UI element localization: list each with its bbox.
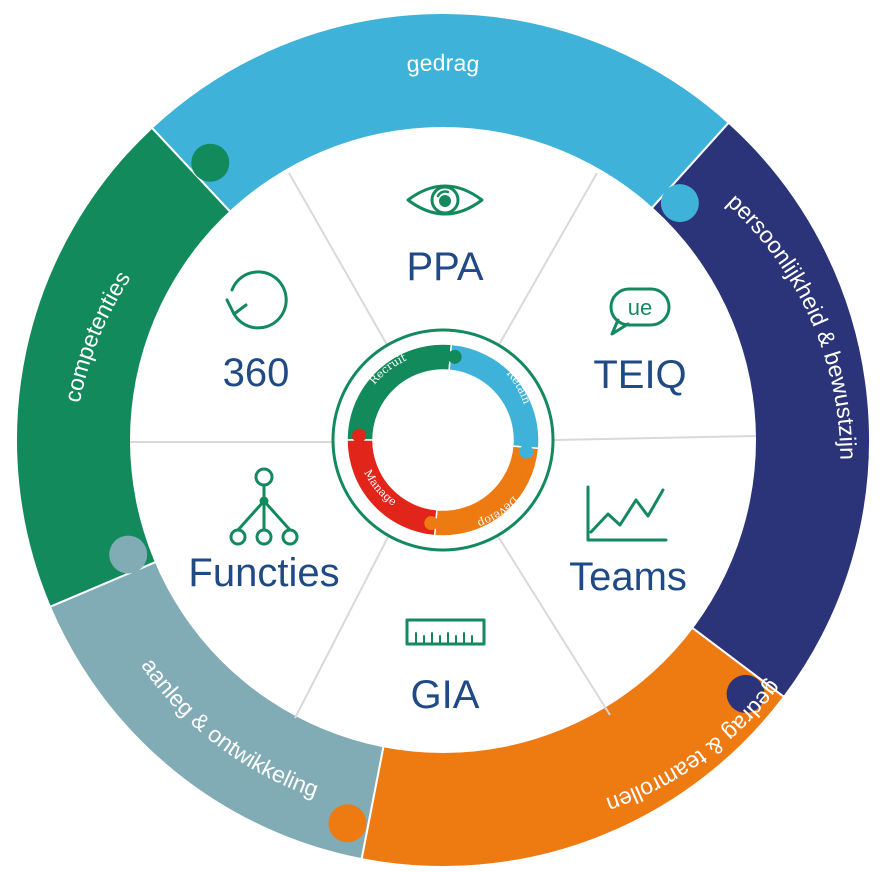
tool-label-ppa: PPA [406, 245, 483, 289]
puzzle-knob-competenties [191, 143, 230, 182]
divider-bottom-left [294, 532, 391, 719]
cycle-ring [346, 343, 540, 537]
cycle-knob-manage [352, 428, 367, 443]
tool-gia: GIA [405, 618, 486, 717]
cycle-knob-recruit [447, 349, 462, 364]
ruler-icon [405, 618, 486, 646]
refresh-icon [225, 270, 288, 330]
eye-icon [406, 184, 484, 216]
tool-label-functies: Functies [188, 551, 339, 595]
tool-teams: Teams [569, 485, 687, 599]
ring-label-gedrag: gedrag [405, 49, 480, 77]
tool-label-gia: GIA [411, 673, 480, 717]
puzzle-knob-persoonlijkheid [726, 674, 765, 713]
tool-label-360: 360 [223, 351, 290, 395]
puzzle-knob-aanleg [109, 535, 148, 574]
divider-bottom-right [495, 532, 611, 716]
tool-teiq: ue TEIQ [593, 287, 687, 397]
tool-360: 360 [223, 270, 290, 395]
speech-bubble-icon [609, 287, 671, 336]
tool-functies: Functies [188, 467, 340, 595]
cycle-knob-develop [424, 516, 439, 531]
tool-label-teiq: TEIQ [593, 353, 686, 397]
puzzle-knob-gedrag [660, 184, 699, 223]
cycle-center [373, 370, 513, 510]
divider-top-left [288, 172, 391, 351]
cycle-diagram: Recruit Retain Develop Manage [331, 328, 555, 552]
speech-bubble-text: ue [628, 295, 652, 320]
tool-label-teams: Teams [569, 555, 687, 599]
dividers [130, 172, 757, 719]
hierarchy-icon [229, 467, 299, 546]
puzzle-knob-teamrollen [328, 804, 367, 843]
divider-top-right [495, 172, 598, 351]
tool-ppa: PPA [406, 184, 484, 289]
cycle-knob-retain [519, 444, 534, 459]
line-chart-icon [586, 485, 668, 542]
divider-right [553, 435, 757, 441]
